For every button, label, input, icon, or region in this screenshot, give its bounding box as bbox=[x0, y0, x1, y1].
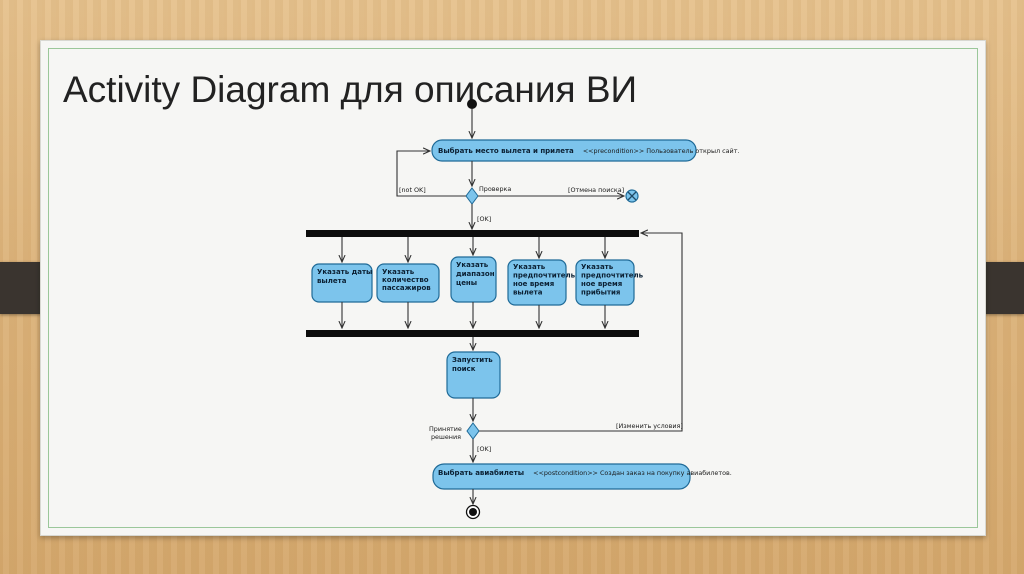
activity-diagram: Выбрать место вылета и прилета <<precond… bbox=[41, 41, 985, 535]
final-node bbox=[467, 506, 480, 519]
fork-bar bbox=[306, 230, 639, 237]
guard-ok-check: [OK] bbox=[477, 215, 491, 223]
action-arrival-time-text: Указать предпочтитель ное время прибытия bbox=[581, 263, 645, 297]
guard-not-ok: [not OK] bbox=[399, 186, 426, 194]
decision-check bbox=[466, 188, 478, 204]
guard-change-conditions: [Изменить условия] bbox=[616, 422, 683, 430]
initial-node bbox=[467, 99, 477, 109]
guard-cancel: [Отмена поиска] bbox=[568, 186, 624, 194]
slide-card: Activity Diagram для описания ВИ Выбрать… bbox=[40, 40, 986, 536]
action-select-tickets-text: Выбрать авиабилеты <<postcondition>> Соз… bbox=[438, 460, 732, 479]
final-node-cancel bbox=[626, 190, 638, 202]
decision-accept bbox=[467, 423, 479, 439]
join-bar bbox=[306, 330, 639, 337]
guard-ok-accept: [OK] bbox=[477, 445, 491, 453]
decision-check-label: Проверка bbox=[479, 185, 511, 193]
decision-accept-label: Принятие решения bbox=[429, 425, 464, 441]
